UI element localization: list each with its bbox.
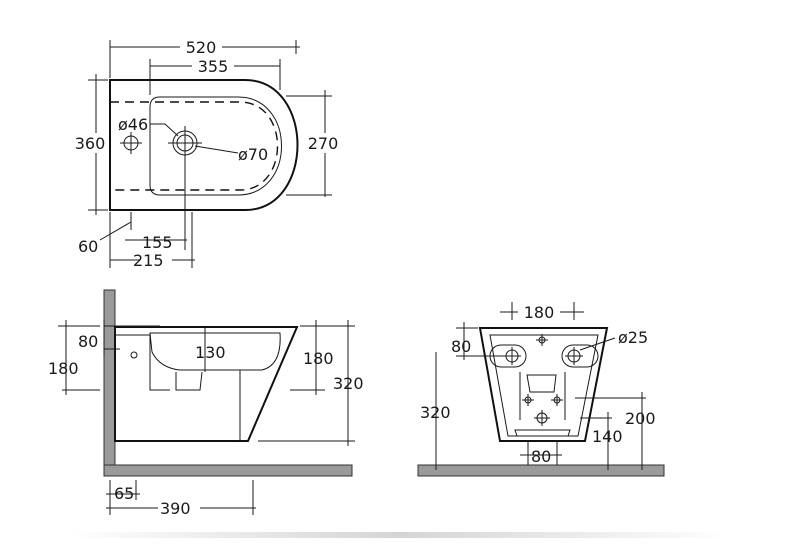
dim-waste-spacing: 80 xyxy=(531,447,551,466)
side-view xyxy=(58,289,358,517)
dim-bowl-length: 355 xyxy=(198,57,229,76)
dim-fixing-b: 215 xyxy=(133,251,164,270)
dim-waste-hole: ø70 xyxy=(238,145,268,164)
waste-cross-icon xyxy=(522,394,563,426)
floor xyxy=(103,464,353,477)
tap-hole-icon xyxy=(120,132,142,154)
dim-overall-height: 320 xyxy=(333,374,364,393)
dim-overall-length: 520 xyxy=(186,38,217,57)
dim-fixing-hole: ø25 xyxy=(618,328,648,347)
back-view xyxy=(417,302,665,477)
dim-bowl-width: 270 xyxy=(308,134,339,153)
dim-back-height: 320 xyxy=(420,403,451,422)
fixing-hole-left-icon xyxy=(503,347,521,365)
dim-fixing-spacing: 180 xyxy=(524,303,555,322)
fixing-hole-right-icon xyxy=(565,347,583,365)
dim-tap-hole: ø46 xyxy=(118,115,148,134)
dim-top-offset: 80 xyxy=(451,337,471,356)
dim-fixing-height: 180 xyxy=(48,359,79,378)
dim-inlet-height: 80 xyxy=(78,332,98,351)
dim-bowl-depth: 130 xyxy=(195,343,226,362)
dim-width: 360 xyxy=(75,134,106,153)
wall xyxy=(103,289,116,477)
dim-fixing-a: 155 xyxy=(142,233,173,252)
dim-outlet-height-b: 200 xyxy=(625,409,656,428)
base-shadow xyxy=(70,532,730,538)
dim-outlet-height-a: 140 xyxy=(592,427,623,446)
back-floor xyxy=(417,464,665,477)
dim-projection: 390 xyxy=(160,499,191,518)
dim-rim-height: 180 xyxy=(303,349,334,368)
tap-mark-icon xyxy=(536,334,548,346)
dim-wall-gap: 65 xyxy=(114,484,134,503)
dim-fixing-offset: 60 xyxy=(78,237,98,256)
waste-hole-icon xyxy=(168,126,202,160)
top-view xyxy=(74,38,344,269)
